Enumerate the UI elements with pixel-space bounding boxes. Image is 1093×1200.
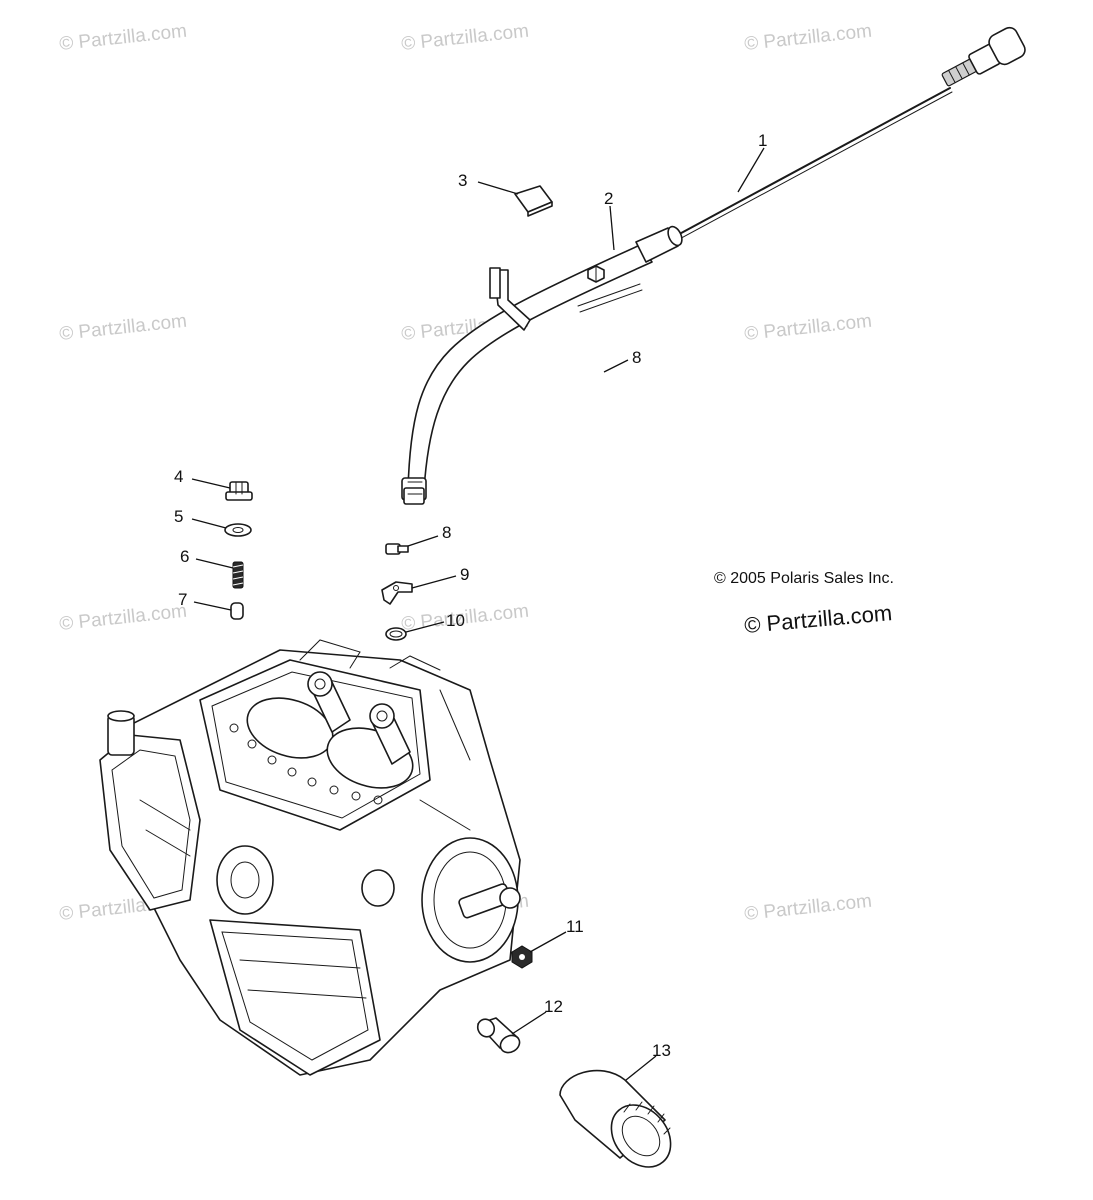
- part-bolt-upper: [587, 265, 605, 283]
- leader-6: [195, 558, 234, 569]
- part-nut: [511, 945, 533, 969]
- watermark: © Partzilla.com: [58, 601, 188, 635]
- callout-2: 2: [604, 189, 613, 208]
- part-oil-filter: [559, 1069, 672, 1168]
- part-fitting: [476, 1017, 521, 1054]
- callout-13: 13: [652, 1041, 671, 1060]
- leader-11: [529, 931, 567, 953]
- copyright-block: © 2005 Polaris Sales Inc. © Partzilla.co…: [714, 570, 894, 638]
- callout-labels: 1 2 3 4 5 6 7 8 8 9 10 11 12 13: [174, 131, 767, 1060]
- callout-8-lower: 8: [442, 523, 451, 542]
- watermark: © Partzilla.com: [58, 21, 188, 55]
- leader-8b: [407, 535, 439, 547]
- part-spring: [232, 561, 244, 589]
- callout-8-upper: 8: [632, 348, 641, 367]
- leader-5: [191, 518, 227, 529]
- watermark: © Partzilla.com: [400, 601, 530, 635]
- part-washer: [224, 523, 252, 537]
- leader-2: [609, 205, 615, 251]
- watermark: © Partzilla.com: [743, 311, 873, 345]
- callout-4: 4: [174, 467, 183, 486]
- callout-7: 7: [178, 590, 187, 609]
- copyright-line: © 2005 Polaris Sales Inc.: [714, 570, 894, 587]
- leader-13: [625, 1055, 657, 1081]
- copyright-site: © Partzilla.com: [743, 600, 893, 638]
- part-bracket: [381, 581, 413, 605]
- leader-8a: [603, 359, 629, 373]
- leader-4: [191, 478, 231, 489]
- callout-3: 3: [458, 171, 467, 190]
- callout-10: 10: [446, 611, 465, 630]
- engine-crankcase: [99, 639, 521, 1076]
- watermark: © Partzilla.com: [400, 21, 530, 55]
- callout-5: 5: [174, 507, 183, 526]
- watermark: © Partzilla.com: [743, 891, 873, 925]
- leader-9: [411, 575, 457, 589]
- part-pin: [230, 602, 244, 620]
- callout-9: 9: [460, 565, 469, 584]
- part-drain-bolt: [225, 481, 253, 501]
- leader-7: [193, 601, 232, 611]
- leader-10: [405, 621, 445, 633]
- leader-12: [511, 1011, 547, 1035]
- part-o-ring: [385, 627, 407, 641]
- callout-12: 12: [544, 997, 563, 1016]
- leader-lines: [191, 147, 765, 1081]
- part-clip: [514, 185, 553, 217]
- leader-1: [737, 147, 765, 193]
- callout-1: 1: [758, 131, 767, 150]
- watermark: © Partzilla.com: [743, 21, 873, 55]
- callout-11: 11: [566, 917, 584, 936]
- watermark: © Partzilla.com: [58, 311, 188, 345]
- callout-6: 6: [180, 547, 189, 566]
- part-bolt-lower: [385, 543, 409, 555]
- leader-3: [477, 181, 519, 195]
- part-dipstick-tube: [401, 225, 683, 505]
